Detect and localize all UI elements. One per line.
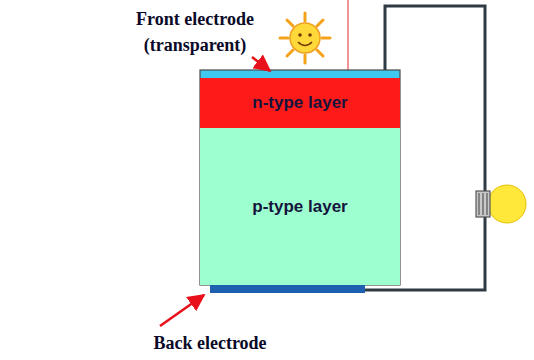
sun-icon: [280, 13, 330, 63]
layer-name: n-type layer: [252, 93, 347, 113]
leader-arrow: [252, 57, 270, 71]
n-type-band: n-type layer: [200, 78, 400, 128]
light-bulb: [476, 185, 526, 223]
back-electrode-label: Back electrode: [120, 330, 300, 356]
front-electrode-label: Front electrode (transparent): [118, 6, 272, 58]
cell-outline: [200, 70, 400, 285]
p-type-band: p-type layer: [200, 128, 400, 285]
front-electrode: [200, 70, 400, 78]
light-ray: [347, 0, 349, 70]
layer-name: p-type layer: [252, 197, 347, 217]
back-electrode: [210, 285, 365, 293]
leader-arrow: [160, 295, 204, 326]
